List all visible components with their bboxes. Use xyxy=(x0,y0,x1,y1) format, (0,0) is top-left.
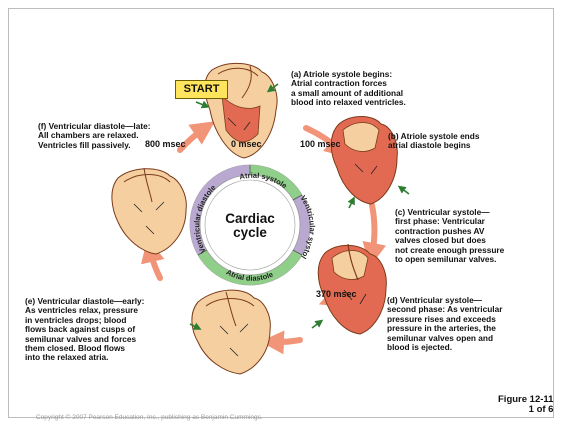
center-label-line-1: Cardiac xyxy=(225,211,275,226)
heart-illustration-f xyxy=(112,168,186,254)
phase-label-e: (e) Ventricular diastole—early: As ventr… xyxy=(25,297,144,363)
arrow-d-to-e xyxy=(272,340,300,342)
phase-label-d: (d) Ventricular systole— second phase: A… xyxy=(387,296,502,352)
arrow-b-to-c xyxy=(372,205,374,255)
figure-label: Figure 12-11 1 of 6 xyxy=(498,395,553,415)
phase-label-f: (f) Ventricular diastole—late: All chamb… xyxy=(38,122,151,150)
time-marker-0: 0 msec xyxy=(231,140,262,150)
center-label: Cardiac cycle xyxy=(215,212,285,240)
copyright-text: Copyright © 2007 Pearson Education, Inc.… xyxy=(36,414,263,421)
heart-illustration-e xyxy=(190,290,270,374)
start-label: START xyxy=(175,80,228,99)
phase-label-a: (a) Atriole systole begins: Atrial contr… xyxy=(291,70,406,108)
phase-label-c: (c) Ventricular systole— first phase: Ve… xyxy=(395,208,504,264)
center-label-line-2: cycle xyxy=(233,225,267,240)
time-marker-100: 100 msec xyxy=(300,140,341,150)
time-marker-370: 370 msec xyxy=(316,290,357,300)
phase-label-b: (b) Atriole systole ends atrial diastole… xyxy=(388,132,479,151)
time-marker-800: 800 msec xyxy=(145,140,186,150)
